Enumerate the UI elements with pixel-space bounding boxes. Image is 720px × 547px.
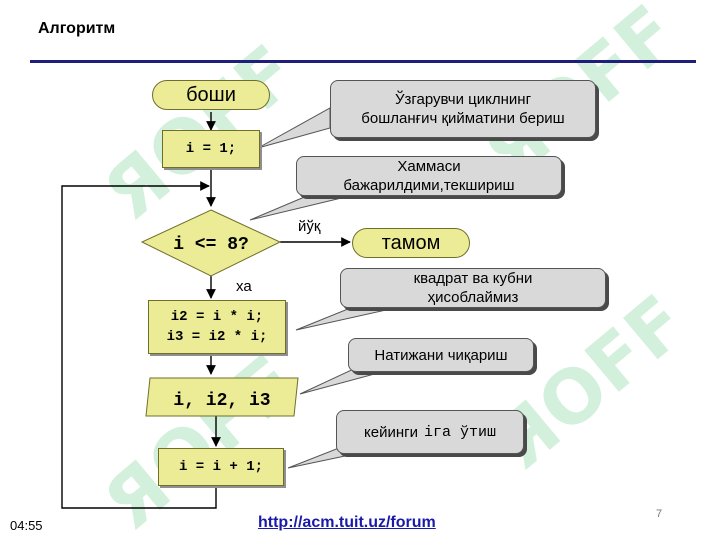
output-text: i, i2, i3 [173,391,270,411]
forum-link[interactable]: http://acm.tuit.uz/forum [258,514,436,531]
callout-output-text: Натижани чиқариш [374,346,508,364]
callout-compute: квадрат ва кубни ҳисоблаймиз [340,268,606,308]
increment-box: i = i + 1; [158,448,284,486]
callout-next-text: кейинги [364,423,418,441]
compute-box: i2 = i * i; i3 = i2 * i; [148,300,286,354]
callout-init-line-2: бошланғич қийматини бериш [361,110,565,127]
callout-init: Ўзгарувчи циклнинг бошланғич қийматини б… [330,80,596,138]
condition-text: i <= 8? [173,235,249,255]
callout-output: Натижани чиқариш [348,338,534,372]
callout-compute-line-1: квадрат ва кубни [413,270,533,287]
compute-line-2: i3 = i2 * i; [166,329,268,345]
no-label: йўқ [298,218,321,235]
slide-title: Алгоритм [38,20,116,37]
output-shape [145,377,299,417]
start-terminal: боши [152,80,270,110]
init-box: i = 1; [162,130,260,168]
callout-check-line-1: Хаммаси [397,158,461,175]
callout-check-line-2: бажарилдими,текшириш [343,177,515,194]
callout-next-code: iга ўтиш [423,423,496,441]
end-terminal: тамом [352,228,470,258]
callout-pointer [257,107,331,149]
compute-line-1: i2 = i * i; [170,309,264,325]
callout-init-line-1: Ўзгарувчи циклнинг [394,91,532,108]
loop-back-arrow [61,181,217,509]
page-number: 7 [656,508,663,520]
callout-check: Хаммаси бажарилдими,текшириш [296,156,562,196]
yes-label: ха [236,278,252,295]
slide-time: 04:55 [10,518,43,533]
callout-compute-line-2: ҳисоблаймиз [427,289,519,306]
callout-next: кейинги iга ўтиш [336,410,524,454]
condition-diamond-shape [140,209,282,277]
title-underline [30,60,696,63]
